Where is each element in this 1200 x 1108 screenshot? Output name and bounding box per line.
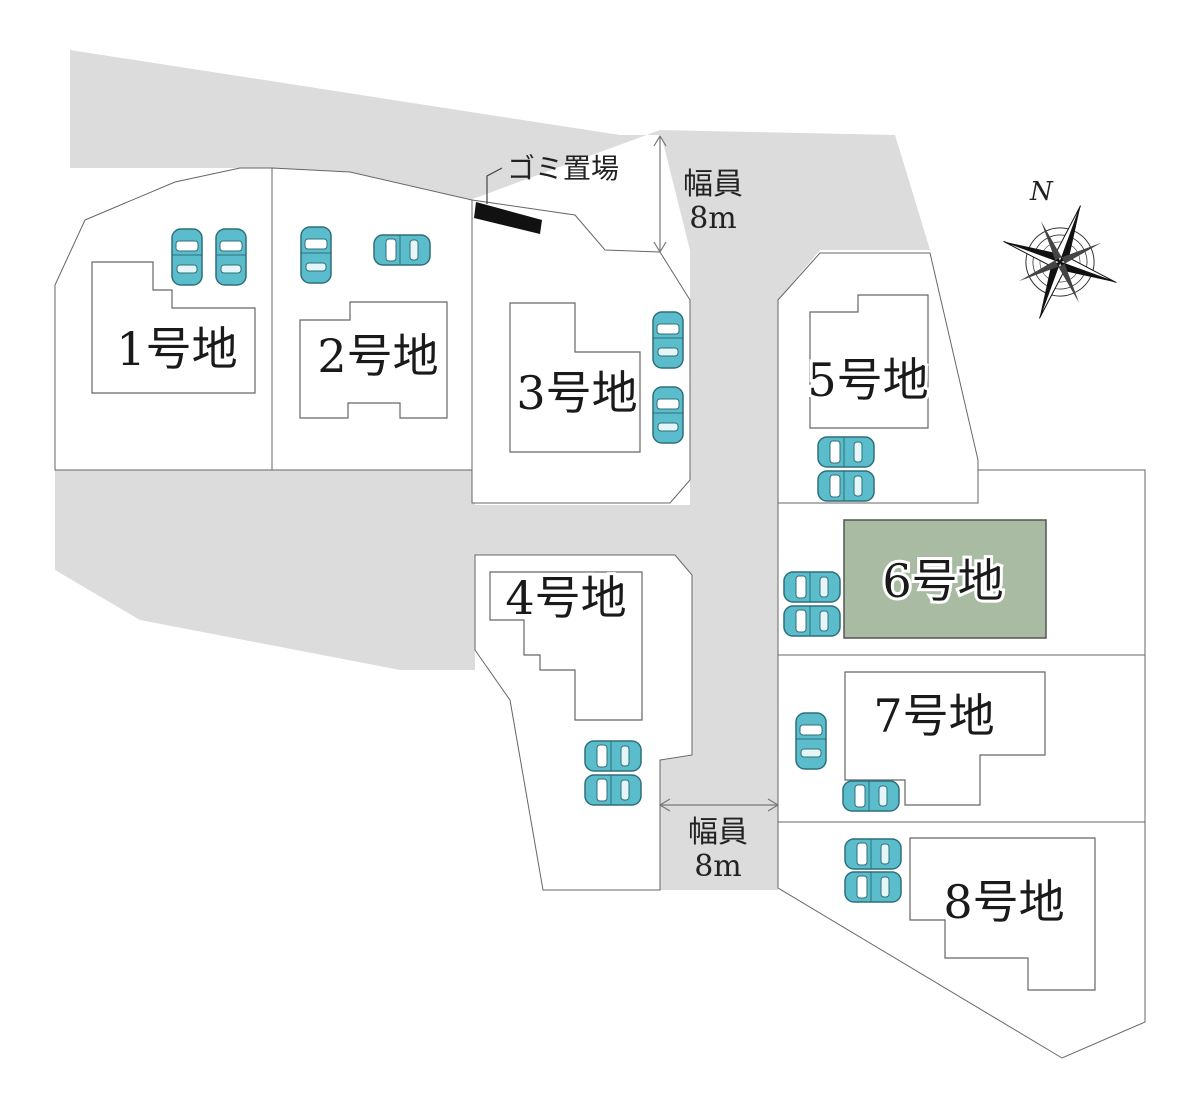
- car-icon: [783, 571, 841, 603]
- lot-3-label: 3号地: [516, 366, 637, 420]
- car-icon: [171, 228, 203, 286]
- lot-labels: 1号地 2号地 3号地 4号地 5号地 6号地 7号地 8号地: [113, 319, 1067, 932]
- car-icon: [652, 311, 684, 369]
- car-icon: [844, 838, 902, 870]
- lot-5-building: [809, 294, 929, 429]
- road-network: [55, 50, 930, 890]
- lot-6-label: 6号地: [882, 554, 1003, 608]
- lot-7-label: 7号地: [873, 689, 994, 743]
- road-vertical: [660, 130, 930, 890]
- car-icon: [584, 740, 642, 772]
- road-width-north-line1: 幅員: [683, 167, 743, 202]
- road-width-south-line1: 幅員: [688, 815, 748, 850]
- lot-2-building: [299, 301, 448, 419]
- car-icon: [652, 386, 684, 444]
- car-icon: [817, 470, 875, 502]
- building-footprints: [91, 261, 1096, 991]
- lot-4-building: [489, 571, 643, 721]
- lot-1-building: [91, 261, 256, 394]
- road-width-north: 幅員 8m: [653, 134, 743, 254]
- car-icon: [215, 228, 247, 286]
- car-icon: [300, 226, 332, 284]
- car-icon: [783, 605, 841, 637]
- lot-8-label: 8号地: [943, 875, 1064, 929]
- lot-2-label: 2号地: [317, 329, 438, 383]
- road-width-south-line2: 8m: [694, 849, 742, 884]
- garbage-area-leader: [486, 167, 503, 204]
- car-icon: [373, 234, 431, 266]
- lot-5-label: 5号地: [807, 353, 928, 407]
- lot-7-building: [844, 671, 1046, 806]
- lot-8-building: [909, 837, 1096, 991]
- garbage-area-marker: [474, 202, 542, 234]
- car-icon: [842, 780, 900, 812]
- car-icon: [584, 774, 642, 806]
- road-width-south: 幅員 8m: [658, 798, 780, 884]
- garbage-area-label: ゴミ置場: [507, 152, 619, 185]
- road-west: [55, 470, 778, 670]
- lot-3-building: [509, 302, 641, 453]
- road-width-north-line2: 8m: [689, 201, 737, 236]
- lot-1-label: 1号地: [116, 322, 237, 376]
- compass-north-label: N: [1029, 177, 1054, 207]
- car-icon: [817, 436, 875, 468]
- car-icon: [795, 712, 827, 770]
- lot-6-building: [843, 519, 1047, 639]
- compass-rose: [1003, 205, 1117, 319]
- lot-4-label: 4号地: [505, 571, 626, 625]
- car-icon: [844, 871, 902, 903]
